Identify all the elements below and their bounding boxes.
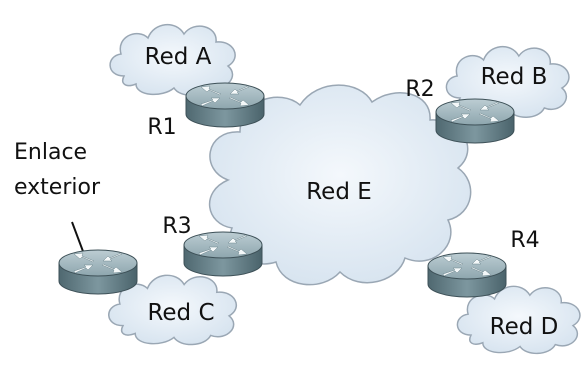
router-r4-label: R4 bbox=[510, 228, 539, 253]
network-e-label: Red E bbox=[306, 179, 372, 205]
router-icon bbox=[183, 231, 263, 277]
external-link-label-line2: exterior bbox=[14, 175, 101, 200]
network-d-label: Red D bbox=[490, 314, 559, 340]
router-r3-label: R3 bbox=[162, 214, 191, 239]
cloud-icon bbox=[209, 84, 472, 286]
router-r1-label: R1 bbox=[147, 115, 176, 140]
router-icon bbox=[435, 98, 515, 144]
network-b-label: Red B bbox=[481, 64, 548, 90]
network-a-label: Red A bbox=[145, 44, 212, 70]
router-r2-label: R2 bbox=[405, 77, 434, 102]
external-link-label-line1: Enlace bbox=[14, 140, 87, 165]
network-e-cloud bbox=[209, 84, 472, 286]
router-icon bbox=[185, 82, 265, 128]
router-icon bbox=[427, 252, 507, 298]
external-link-line bbox=[71, 221, 85, 255]
network-c-label: Red C bbox=[147, 300, 214, 326]
router-icon bbox=[58, 249, 138, 295]
